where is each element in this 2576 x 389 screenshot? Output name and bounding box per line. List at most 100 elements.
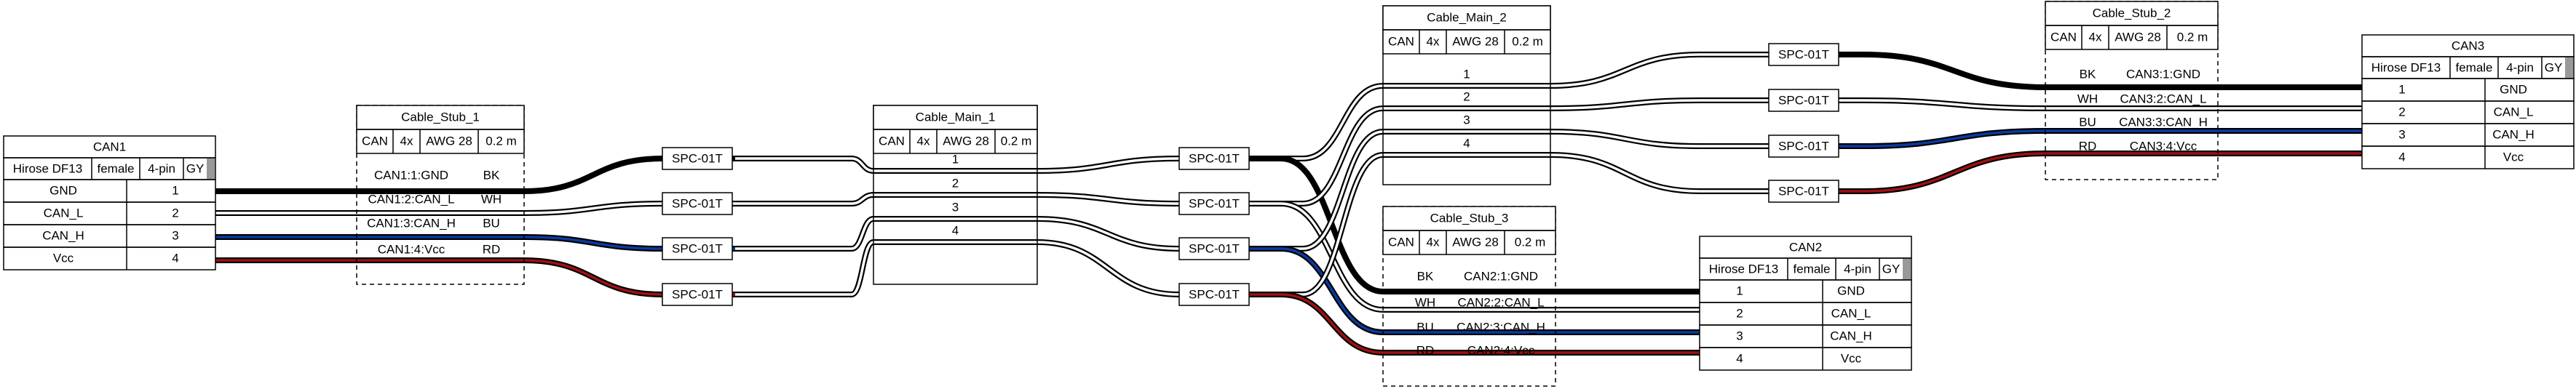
can3-pin-row-1 xyxy=(2361,78,2575,102)
cable-stub-3-attr-0: CAN xyxy=(1388,236,1414,249)
can3-pin-row-3 xyxy=(2361,123,2575,147)
wire-splice-c-to-can3-2 xyxy=(1769,97,2362,111)
can3-pin-name-4: Vcc xyxy=(2503,151,2524,164)
wire-splice-c-to-can3-4 xyxy=(1769,151,2362,194)
can1-pin-num-2: 2 xyxy=(172,206,178,220)
can2-pin-name-2: CAN_L xyxy=(1831,307,1871,321)
splice-spliceC-4-label: SPC-01T xyxy=(1778,185,1829,198)
wire-splice-c-to-can3-4-outline xyxy=(1769,151,2362,194)
cable-stub-2-title: Cable_Stub_2 xyxy=(2093,7,2171,20)
wire-splice-b-to-can2-4-core xyxy=(1245,293,1700,354)
cable-main-2-wire-num-1: 1 xyxy=(1463,68,1470,81)
cable-stub-3-title: Cable_Stub_3 xyxy=(1430,212,1509,225)
can2-pin-num-3: 3 xyxy=(1736,329,1743,343)
cable-main-1-wire-num-1: 1 xyxy=(952,153,959,167)
can1-attr-0: Hirose DF13 xyxy=(13,162,82,176)
cable-stub-1-title: Cable_Stub_1 xyxy=(401,111,480,124)
can1-pin-row-2 xyxy=(3,201,216,225)
can2-attr-0: Hirose DF13 xyxy=(1709,262,1778,276)
wire-splice-c-to-can3-2-core xyxy=(1769,99,2362,110)
wire-can1-to-splice-a-1-core xyxy=(215,157,735,193)
wire-main1-1-outline xyxy=(735,156,1245,174)
wire-main1-2-core xyxy=(735,193,1245,205)
can1-attr-3: GY xyxy=(186,162,205,176)
cable-main-2-attr-1: 4x xyxy=(1427,35,1440,49)
wire-splice-c-to-can3-3 xyxy=(1769,128,2362,149)
can3-pin-num-4: 4 xyxy=(2398,151,2405,164)
cable-main-2-attr-row xyxy=(1382,29,1551,55)
wire-can1-to-splice-a-2 xyxy=(215,201,735,216)
cable-stub-1-attr-row xyxy=(356,129,525,154)
can1-pin-row-3 xyxy=(3,224,216,248)
wire-splice-c-to-can3-1 xyxy=(1769,52,2362,90)
wire-splice-c-to-can3-1-core xyxy=(1769,53,2362,89)
splice-spliceC-1-label: SPC-01T xyxy=(1778,48,1829,62)
can2-gray-swatch xyxy=(1903,259,1911,279)
can1-gray-swatch xyxy=(207,159,215,179)
cable-stub-3-wire-label-1: CAN2:1:GND xyxy=(1464,270,1538,284)
cable-stub-3-attr-2: AWG 28 xyxy=(1452,236,1499,249)
wire-can1-to-splice-a-2-core xyxy=(215,202,735,214)
cable-main-2-attr-3: 0.2 m xyxy=(1512,35,1543,49)
wire-main1-1 xyxy=(735,156,1245,174)
wire-can1-to-splice-a-3-outline xyxy=(215,234,735,252)
can1-pin-name-3: CAN_H xyxy=(42,229,84,243)
cable-main-1-attr-0: CAN xyxy=(879,135,905,148)
can2-pin-name-4: Vcc xyxy=(1841,352,1862,366)
cable-stub-1-attr-3: 0.2 m xyxy=(486,135,517,148)
can2-pin-name-1: GND xyxy=(1837,284,1865,298)
cable-stub-3-wire-label-3: CAN2:3:CAN_H xyxy=(1457,321,1545,334)
splice-spliceA-1-label: SPC-01T xyxy=(672,152,723,166)
cable-stub-1-wire-label-2: CAN1:2:CAN_L xyxy=(368,193,454,206)
can2-pin-num-4: 4 xyxy=(1736,352,1743,366)
splice-spliceA-2-label: SPC-01T xyxy=(672,197,723,211)
cable-main-2-attr-0: CAN xyxy=(1388,35,1414,49)
cable-stub-3-wire-label-4: CAN2:4:Vcc xyxy=(1467,344,1535,358)
cable-stub-1-wire-color-2: WH xyxy=(481,193,502,206)
cable-stub-3-wire-color-3: BU xyxy=(1416,321,1434,334)
wire-main1-3-core xyxy=(735,217,1245,250)
can3-attr-1: female xyxy=(2455,61,2492,75)
cable-stub-2-wire-label-1: CAN3:1:GND xyxy=(2126,68,2200,81)
cable-stub-2-attr-1: 4x xyxy=(2089,31,2102,44)
can3-pin-num-3: 3 xyxy=(2398,128,2405,142)
splice-spliceC-2-box xyxy=(1768,89,1839,112)
wire-splice-c-to-can3-3-core xyxy=(1769,129,2362,148)
can2-pin-row-3 xyxy=(1699,324,1912,348)
cable-stub-1-wire-color-3: BU xyxy=(483,217,500,230)
splice-spliceA-3-label: SPC-01T xyxy=(672,242,723,256)
can3-pin-row-4 xyxy=(2361,145,2575,169)
splice-spliceB-1-box xyxy=(1178,147,1250,170)
can1-attr-1: female xyxy=(97,162,134,176)
cable-main-2-wire-num-4: 4 xyxy=(1463,137,1470,151)
splice-spliceA-4-label: SPC-01T xyxy=(672,288,723,302)
can3-pin-name-3: CAN_H xyxy=(2492,128,2535,142)
wire-can1-to-splice-a-3 xyxy=(215,234,735,252)
cable-stub-3-wire-color-4: RD xyxy=(1416,344,1435,358)
cable-stub-2-attr-0: CAN xyxy=(2050,31,2077,44)
splice-spliceB-3-box xyxy=(1178,237,1250,260)
wire-can1-to-splice-a-3-core xyxy=(215,236,735,250)
can3-pin-name-2: CAN_L xyxy=(2494,105,2534,119)
cable-main-2-wire-num-2: 2 xyxy=(1463,90,1470,104)
wire-can1-to-splice-a-4 xyxy=(215,257,735,297)
can1-pin-name-4: Vcc xyxy=(53,252,74,265)
can1-pin-name-2: CAN_L xyxy=(44,206,84,220)
cable-stub-1-wire-color-4: RD xyxy=(483,243,501,257)
splice-spliceB-3-label: SPC-01T xyxy=(1189,242,1240,256)
wire-can1-to-splice-a-4-outline xyxy=(215,257,735,297)
wire-splice-c-to-can3-4-core xyxy=(1769,152,2362,193)
can1-pin-name-1: GND xyxy=(49,184,77,198)
splice-spliceB-2-label: SPC-01T xyxy=(1189,197,1240,211)
cable-stub-3-wire-color-2: WH xyxy=(1415,296,1435,310)
can3-gray-swatch xyxy=(2565,57,2573,78)
cable-main-1-wire-num-2: 2 xyxy=(952,177,959,191)
can2-attr-1: female xyxy=(1793,262,1830,276)
cable-stub-1-attr-1: 4x xyxy=(400,135,413,148)
cable-stub-1-wire-label-1: CAN1:1:GND xyxy=(374,169,448,183)
cable-main-1-attr-3: 0.2 m xyxy=(1001,135,1032,148)
cable-stub-2-shield xyxy=(2045,1,2219,180)
can1-pin-num-3: 3 xyxy=(172,229,178,243)
cable-stub-3-wire-color-1: BK xyxy=(1417,270,1434,284)
wire-splice-b-to-can2-3 xyxy=(1245,246,1700,335)
